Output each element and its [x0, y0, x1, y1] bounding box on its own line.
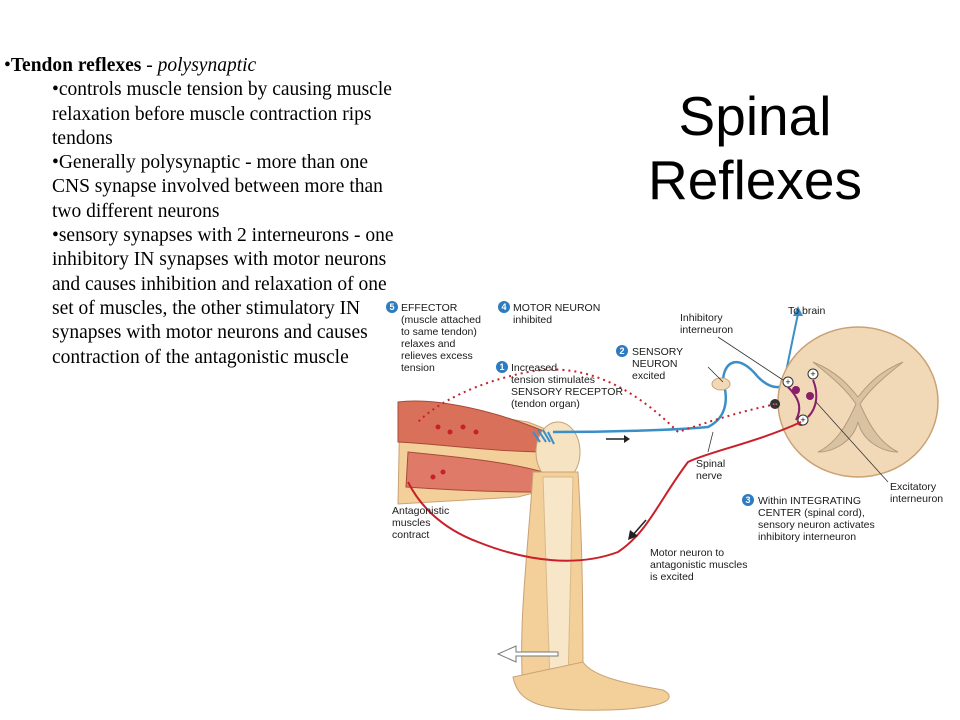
svg-text:tension stimulates: tension stimulates — [511, 374, 595, 386]
svg-text:sensory neuron activates: sensory neuron activates — [758, 519, 875, 531]
inhibited-motor-neuron-path — [417, 368, 777, 434]
svg-text:nerve: nerve — [696, 470, 722, 482]
svg-text:+: + — [800, 415, 805, 425]
svg-text:Inhibitory: Inhibitory — [680, 312, 723, 324]
interneuron-soma-2 — [806, 392, 814, 400]
svg-text:muscles: muscles — [392, 517, 431, 529]
svg-text:Antagonistic: Antagonistic — [392, 505, 449, 517]
svg-text:(tendon organ): (tendon organ) — [511, 398, 580, 410]
svg-text:+: + — [785, 377, 790, 387]
main-bullet-italic: polysynaptic — [157, 55, 257, 76]
svg-text:Increased: Increased — [511, 362, 557, 374]
sensory-direction-arrowhead — [624, 435, 630, 443]
svg-text:CENTER (spinal cord),: CENTER (spinal cord), — [758, 507, 865, 519]
svg-text:Excitatory: Excitatory — [890, 481, 937, 493]
svg-text:4: 4 — [501, 302, 506, 312]
svg-text:Within INTEGRATING: Within INTEGRATING — [758, 495, 861, 507]
interneuron-soma-1 — [792, 386, 800, 394]
step4-label: 4 MOTOR NEURON inhibited — [498, 301, 600, 326]
excited-motor-neuron-path — [407, 421, 802, 562]
svg-text:interneuron: interneuron — [890, 493, 943, 505]
svg-text:relaxes and: relaxes and — [401, 338, 455, 350]
sub-bullet-2: •Generally polysynaptic - more than one … — [52, 152, 383, 222]
svg-text:SENSORY RECEPTOR: SENSORY RECEPTOR — [511, 386, 623, 398]
svg-text:2: 2 — [619, 346, 624, 356]
to-brain-label: To brain — [788, 305, 826, 317]
tendon-organ-receptor — [532, 429, 555, 445]
slide-title: Spinal Reflexes — [600, 84, 910, 212]
main-bullet: •Tendon reflexes - polysynaptic — [4, 55, 257, 76]
sub-bullet-1: •controls muscle tension by causing musc… — [52, 79, 392, 149]
svg-text:to same tendon): to same tendon) — [401, 326, 477, 338]
svg-text:antagonistic muscles: antagonistic muscles — [650, 559, 747, 571]
excitatory-interneuron-label: Excitatory interneuron — [890, 481, 943, 505]
step5-label: 5 EFFECTOR (muscle attached to same tend… — [386, 301, 481, 374]
title-line-1: Spinal — [678, 85, 832, 147]
svg-text:+: + — [810, 369, 815, 379]
svg-text:relieves excess: relieves excess — [401, 350, 473, 362]
svg-text:(muscle attached: (muscle attached — [401, 314, 481, 326]
svg-text:tension: tension — [401, 362, 435, 374]
inhibitory-interneuron-path — [787, 386, 801, 421]
inhibitory-interneuron-label: Inhibitory interneuron — [680, 312, 733, 336]
svg-text:3: 3 — [745, 495, 750, 505]
antagonistic-muscles-label: Antagonistic muscles contract — [392, 505, 449, 541]
svg-text:Spinal: Spinal — [696, 458, 725, 470]
foot-shape — [512, 661, 670, 711]
motor-direction-arrowhead — [628, 530, 638, 540]
sub-bullet-3: •sensory synapses with 2 interneurons - … — [52, 225, 394, 368]
svg-text:5: 5 — [389, 302, 394, 312]
svg-text:EFFECTOR: EFFECTOR — [401, 302, 458, 314]
excitatory-interneuron-path — [807, 379, 818, 418]
main-bullet-bold: Tendon reflexes — [10, 55, 142, 76]
step2-label: 2 SENSORY NEURON excited — [616, 345, 683, 382]
leader-lines — [707, 336, 889, 483]
svg-text:contract: contract — [392, 529, 429, 541]
spinal-nerve-label: Spinal nerve — [696, 458, 725, 482]
svg-text:1: 1 — [499, 362, 504, 372]
to-brain-arrowhead — [793, 306, 803, 316]
sub-bullet-list: •controls muscle tension by causing musc… — [4, 78, 404, 370]
title-line-2: Reflexes — [648, 149, 862, 211]
spinal-cord — [777, 326, 939, 478]
svg-text:excited: excited — [632, 370, 665, 382]
svg-text:inhibited: inhibited — [513, 314, 552, 326]
main-bullet-sep: - — [141, 55, 158, 76]
svg-text:interneuron: interneuron — [680, 324, 733, 336]
motor-neuron-antagonistic-label: Motor neuron to antagonistic muscles is … — [650, 547, 747, 583]
dorsal-root-ganglion — [711, 377, 731, 391]
svg-text:is excited: is excited — [650, 571, 694, 583]
slide-text-block: •Tendon reflexes - polysynaptic •control… — [4, 54, 404, 370]
svg-text:NEURON: NEURON — [632, 358, 678, 370]
neuromuscular-endings — [430, 424, 479, 480]
svg-text:inhibitory interneuron: inhibitory interneuron — [758, 531, 856, 543]
tendon-reflex-diagram: + + − + 5 EFFECTOR (muscle attached to s… — [386, 301, 943, 711]
svg-text:SENSORY: SENSORY — [632, 346, 683, 358]
step1-label: 1 Increased tension stimulates SENSORY R… — [496, 361, 623, 410]
leg-motion-arrow — [496, 645, 559, 663]
svg-text:Motor neuron to: Motor neuron to — [650, 547, 724, 559]
step3-label: 3 Within INTEGRATING CENTER (spinal cord… — [742, 494, 875, 543]
svg-text:MOTOR NEURON: MOTOR NEURON — [513, 302, 600, 314]
